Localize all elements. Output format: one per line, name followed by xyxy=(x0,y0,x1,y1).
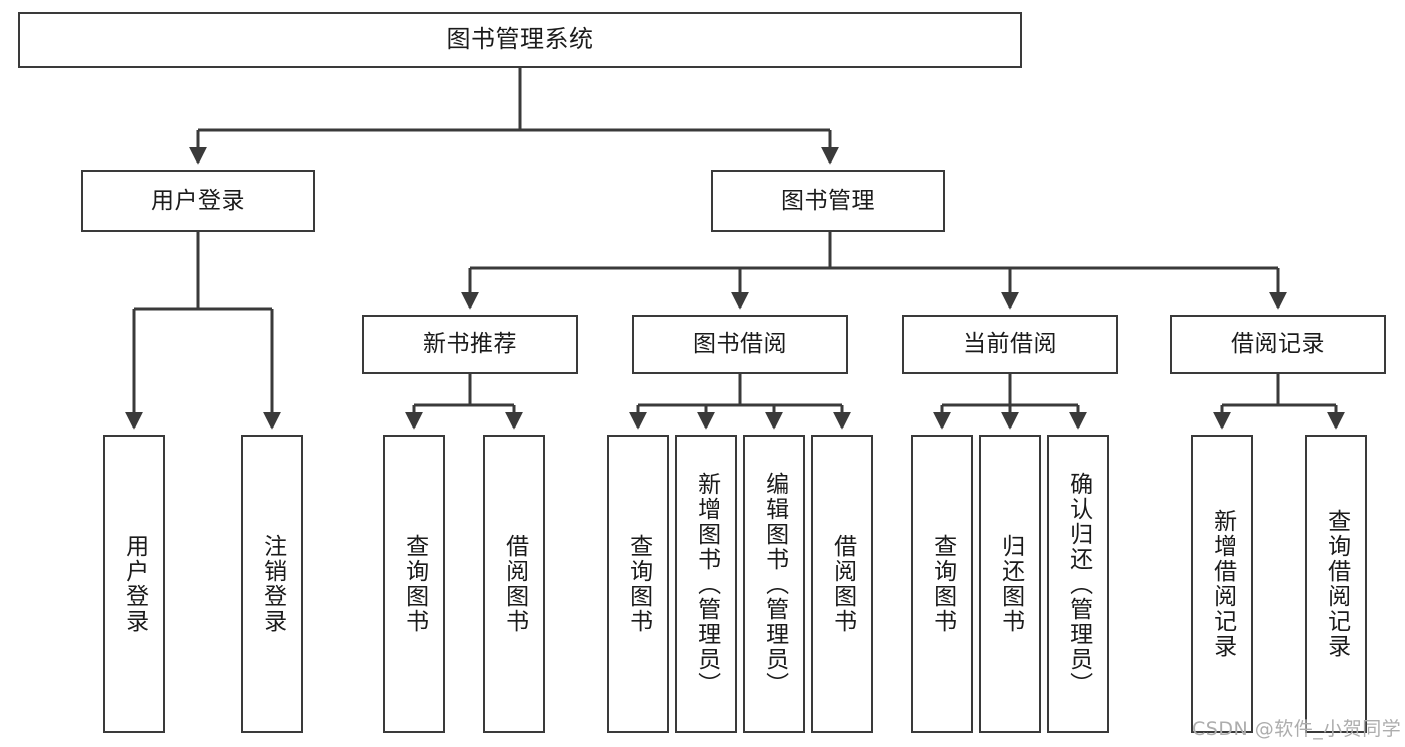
node-current-borrow-label: 当前借阅 xyxy=(963,331,1057,358)
node-leaf-return-book[interactable]: 归还图书 xyxy=(979,435,1041,733)
node-leaf-return-book-label: 归还图书 xyxy=(997,534,1024,634)
node-book-management[interactable]: 图书管理 xyxy=(711,170,945,232)
node-leaf-query-record-label: 查询借阅记录 xyxy=(1323,509,1350,659)
node-leaf-add-record-label: 新增借阅记录 xyxy=(1209,509,1236,659)
node-leaf-add-record[interactable]: 新增借阅记录 xyxy=(1191,435,1253,733)
node-book-management-label: 图书管理 xyxy=(781,187,875,214)
node-leaf-add-book-label: 新增图书（管理员） xyxy=(693,471,720,697)
node-leaf-query-book-1-label: 查询图书 xyxy=(401,534,428,634)
node-leaf-query-book-3-label: 查询图书 xyxy=(929,534,956,634)
node-leaf-borrow-book-1-label: 借阅图书 xyxy=(501,534,528,634)
node-leaf-user-login[interactable]: 用户登录 xyxy=(103,435,165,733)
node-leaf-query-book-2[interactable]: 查询图书 xyxy=(607,435,669,733)
node-borrow-record-label: 借阅记录 xyxy=(1231,331,1325,358)
node-leaf-query-book-2-label: 查询图书 xyxy=(625,534,652,634)
node-leaf-borrow-book-1[interactable]: 借阅图书 xyxy=(483,435,545,733)
node-user-login-label: 用户登录 xyxy=(151,187,245,214)
node-leaf-edit-book[interactable]: 编辑图书（管理员） xyxy=(743,435,805,733)
node-leaf-user-login-label: 用户登录 xyxy=(121,534,148,634)
node-leaf-confirm-return-label: 确认归还（管理员） xyxy=(1065,471,1092,697)
node-new-book-recommend[interactable]: 新书推荐 xyxy=(362,315,578,374)
node-leaf-borrow-book-2-label: 借阅图书 xyxy=(829,534,856,634)
node-leaf-logout-login[interactable]: 注销登录 xyxy=(241,435,303,733)
node-user-login[interactable]: 用户登录 xyxy=(81,170,315,232)
node-book-borrow[interactable]: 图书借阅 xyxy=(632,315,848,374)
node-borrow-record[interactable]: 借阅记录 xyxy=(1170,315,1386,374)
node-leaf-add-book[interactable]: 新增图书（管理员） xyxy=(675,435,737,733)
node-leaf-query-book-3[interactable]: 查询图书 xyxy=(911,435,973,733)
node-leaf-confirm-return[interactable]: 确认归还（管理员） xyxy=(1047,435,1109,733)
node-leaf-logout-login-label: 注销登录 xyxy=(259,534,286,634)
node-book-borrow-label: 图书借阅 xyxy=(693,331,787,358)
node-leaf-query-book-1[interactable]: 查询图书 xyxy=(383,435,445,733)
node-root-label: 图书管理系统 xyxy=(446,25,594,54)
node-leaf-query-record[interactable]: 查询借阅记录 xyxy=(1305,435,1367,733)
watermark-text: CSDN @软件_小贺同学 xyxy=(1192,718,1402,740)
node-new-book-recommend-label: 新书推荐 xyxy=(423,331,517,358)
node-current-borrow[interactable]: 当前借阅 xyxy=(902,315,1118,374)
node-root-system[interactable]: 图书管理系统 xyxy=(18,12,1022,68)
node-leaf-edit-book-label: 编辑图书（管理员） xyxy=(761,471,788,697)
node-leaf-borrow-book-2[interactable]: 借阅图书 xyxy=(811,435,873,733)
